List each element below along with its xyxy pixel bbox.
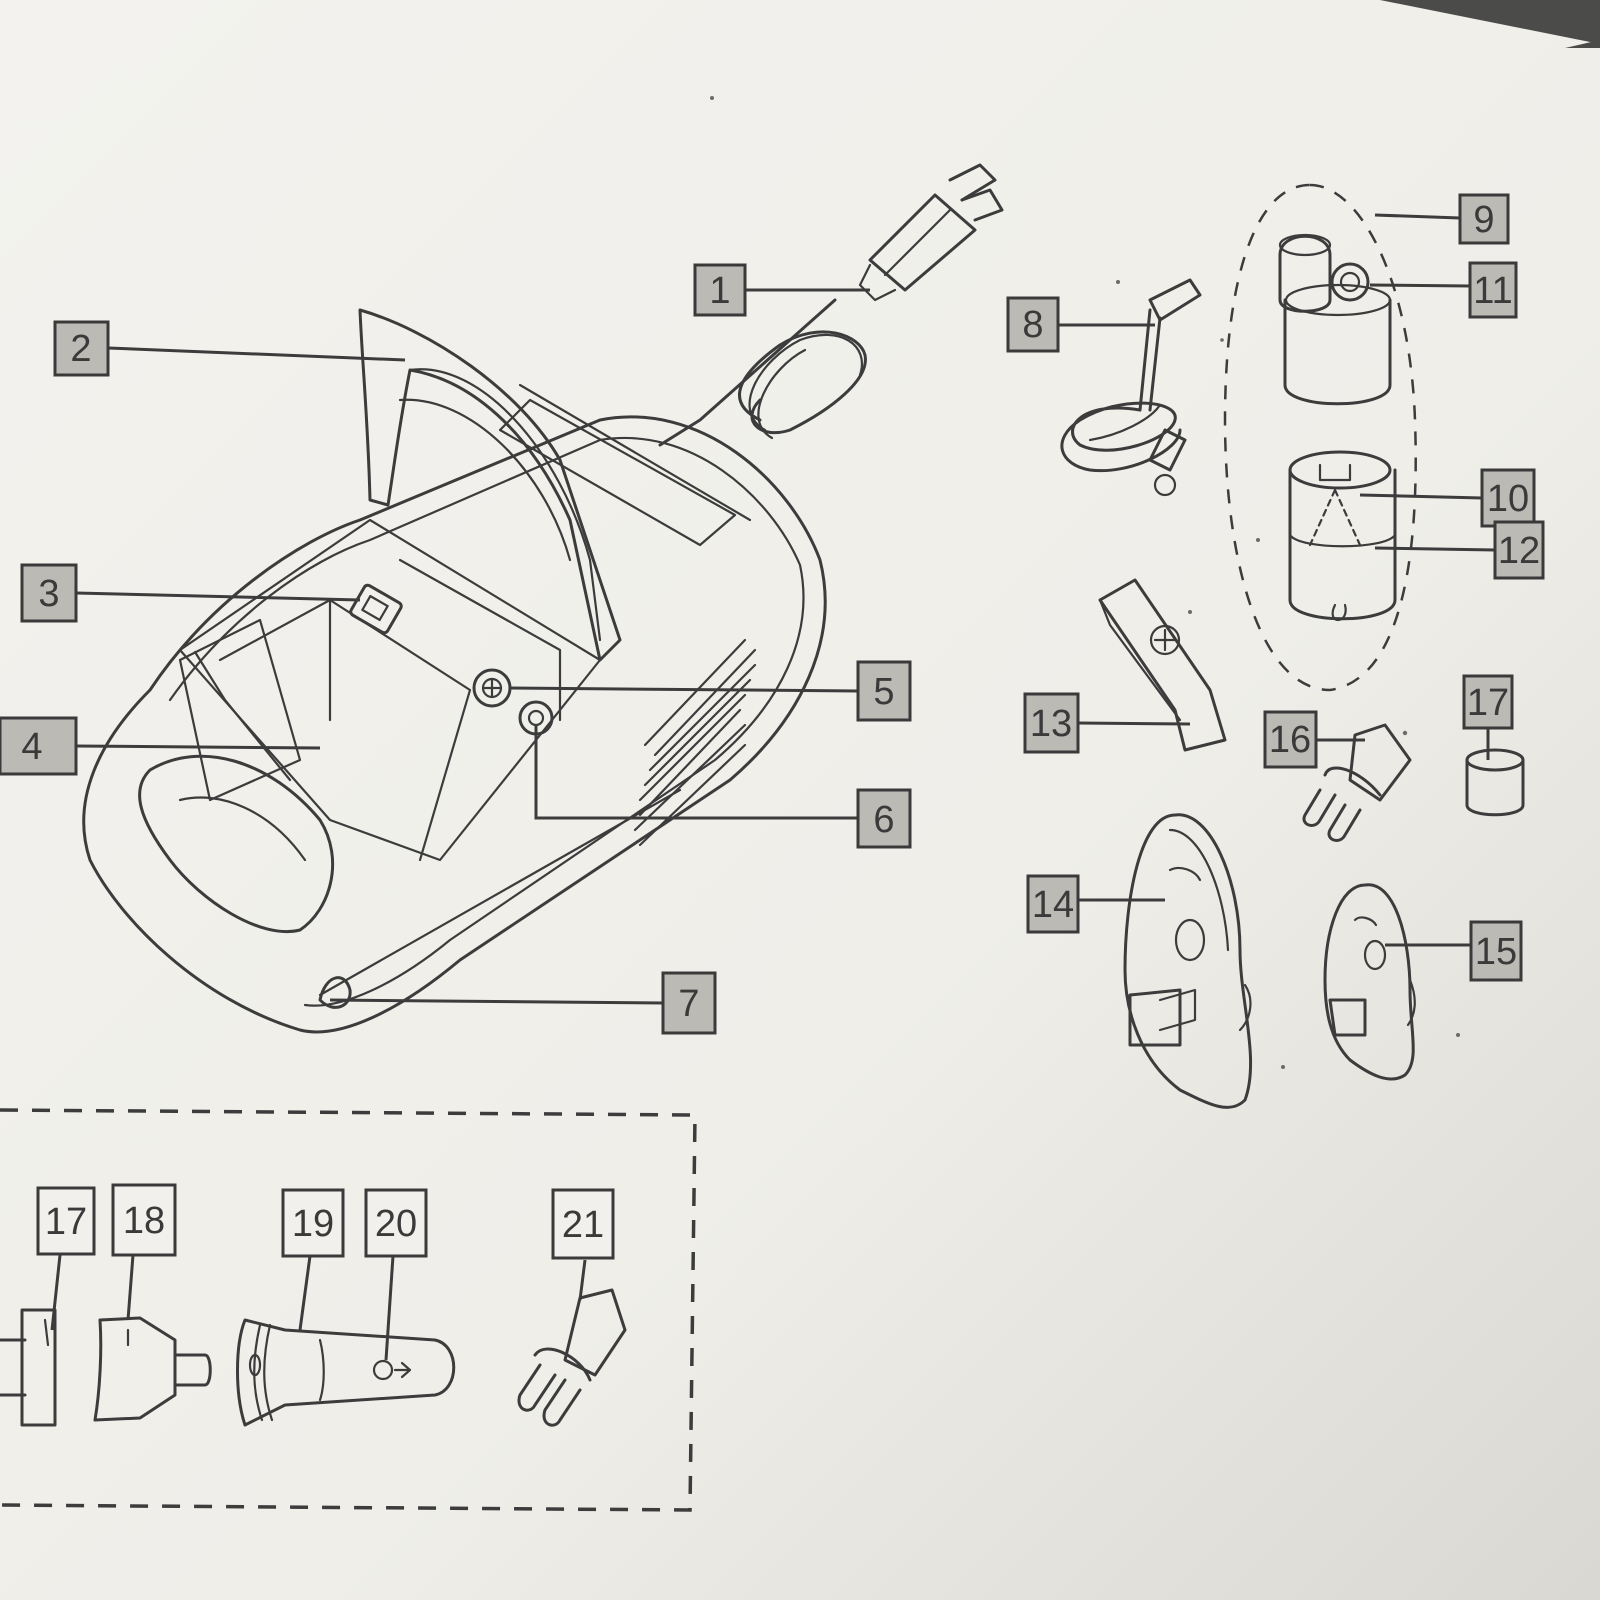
- table-corner: [1380, 0, 1600, 44]
- callout-11-text: 11: [1473, 270, 1512, 312]
- mouthpiece: [1098, 578, 1227, 752]
- nasal-piece-optional: [517, 1288, 627, 1427]
- callout-16: 16: [1263, 710, 1318, 769]
- callout-9: 9: [1458, 193, 1510, 245]
- callout-12: 12: [1493, 520, 1545, 580]
- nebulizer-kit-outline: [1223, 183, 1417, 692]
- callout-20: 20: [364, 1188, 428, 1258]
- callout-17-bottom: 17: [36, 1186, 96, 1256]
- child-mask: [1323, 883, 1416, 1081]
- callout-9-text: 9: [1473, 199, 1494, 241]
- connector-piece: [93, 1316, 212, 1422]
- vent-slots: [633, 638, 757, 847]
- callout-8: 8: [1006, 296, 1060, 353]
- nebulizer-cup: [1288, 450, 1397, 621]
- callout-5: 5: [856, 660, 912, 722]
- callout-7-text: 7: [678, 983, 699, 1025]
- power-cord: [658, 163, 1004, 447]
- callout-3-text: 3: [38, 573, 59, 615]
- callout-1: 1: [693, 263, 747, 317]
- callout-19: 19: [281, 1188, 345, 1258]
- callout-4: 4: [0, 716, 78, 776]
- callout-21-text: 21: [562, 1204, 604, 1246]
- adapter-ring: [0, 1308, 57, 1427]
- callout-15-text: 15: [1475, 931, 1517, 973]
- callout-1-text: 1: [709, 270, 730, 312]
- callout-4-text: 4: [21, 726, 42, 768]
- callout-10: 10: [1480, 468, 1536, 528]
- callout-17-top-text: 17: [1467, 682, 1509, 724]
- nebulizer-cap: [1278, 233, 1392, 406]
- callout-17-top: 17: [1462, 674, 1514, 730]
- callout-8-text: 8: [1022, 304, 1043, 346]
- air-tube: [1060, 278, 1202, 497]
- callout-17-bottom-text: 17: [45, 1201, 87, 1243]
- callout-13-text: 13: [1030, 703, 1072, 745]
- leader-lines: [50, 213, 1496, 1361]
- callout-5-text: 5: [873, 671, 894, 713]
- adult-mask: [1123, 813, 1253, 1109]
- callout-2-text: 2: [70, 328, 91, 370]
- callout-18-text: 18: [123, 1200, 165, 1242]
- callout-3: 3: [20, 563, 78, 623]
- nose-piece: [236, 1318, 456, 1427]
- callout-7: 7: [661, 971, 717, 1035]
- callout-20-text: 20: [375, 1203, 417, 1245]
- callout-14-text: 14: [1032, 884, 1074, 926]
- callout-11: 11: [1468, 261, 1518, 319]
- callout-12-text: 12: [1498, 530, 1540, 572]
- callout-18: 18: [111, 1183, 177, 1257]
- callout-13: 13: [1023, 692, 1080, 754]
- callout-21: 21: [551, 1188, 615, 1260]
- callout-16-text: 16: [1269, 719, 1311, 761]
- paper-specks: [710, 96, 1460, 1069]
- compressor-unit: [82, 308, 827, 1034]
- callout-6: 6: [856, 788, 912, 849]
- callout-2: 2: [53, 320, 110, 377]
- callout-6-text: 6: [873, 799, 894, 841]
- nasal-piece: [1302, 723, 1412, 842]
- callout-10-text: 10: [1487, 478, 1529, 520]
- small-cap: [1465, 748, 1525, 817]
- callout-19-text: 19: [292, 1203, 334, 1245]
- callout-14: 14: [1026, 874, 1080, 934]
- callout-15: 15: [1469, 920, 1523, 982]
